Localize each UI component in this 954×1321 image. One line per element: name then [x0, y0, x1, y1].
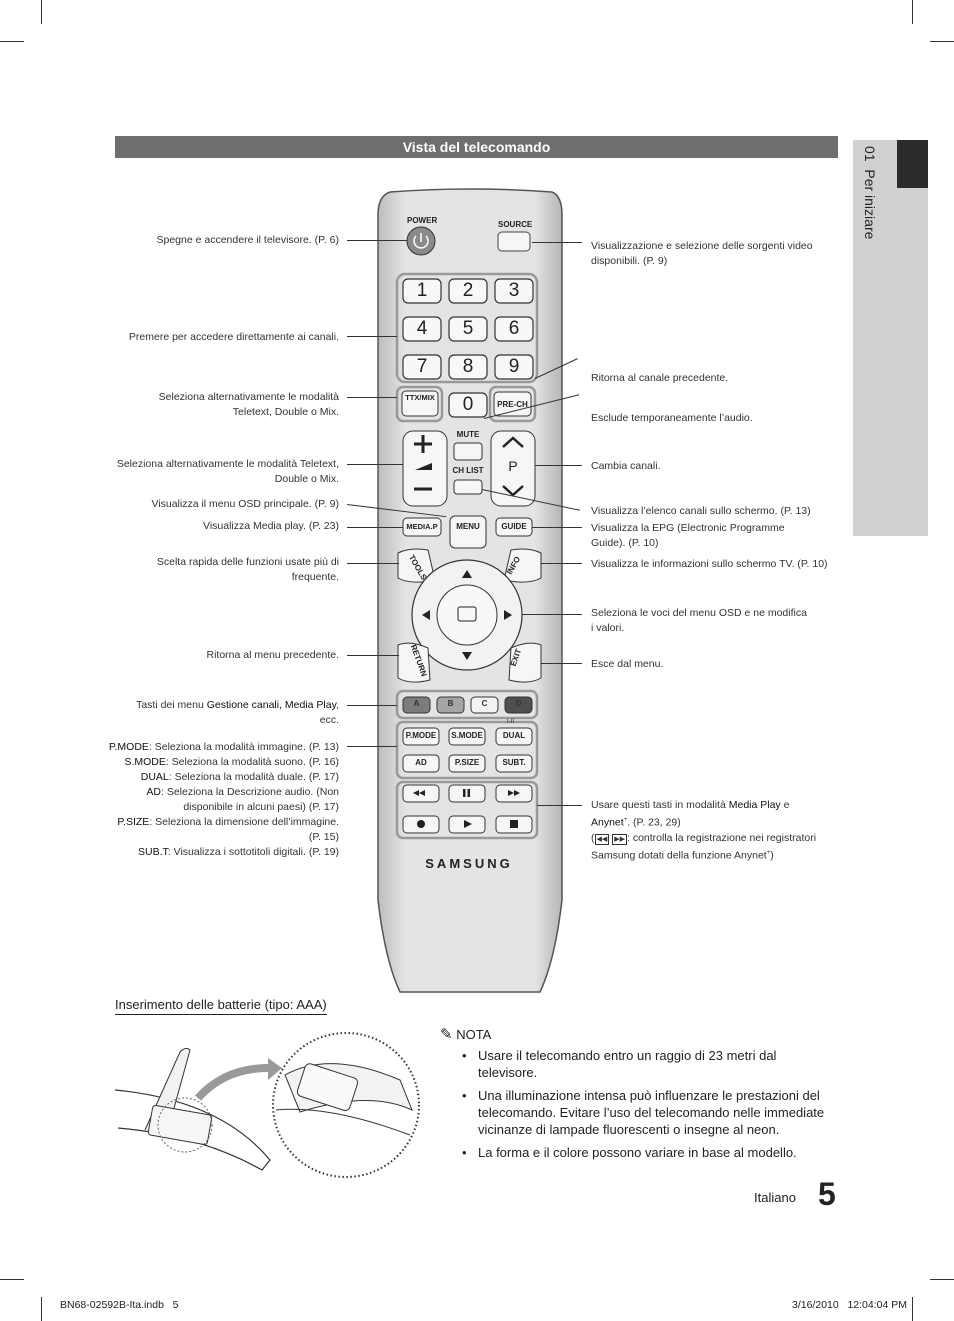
note-title: ✎ NOTA — [440, 1026, 492, 1043]
channel-key-label: P — [508, 458, 518, 474]
chapter-tab — [897, 140, 928, 188]
leader-line — [532, 242, 582, 243]
label-numbers: Premere per accedere direttamente ai can… — [128, 331, 339, 343]
brand-logo: SAMSUNG — [425, 856, 513, 871]
label-exit: Esce dal menu. — [591, 658, 664, 670]
leader-line — [347, 336, 397, 337]
battery-heading: Inserimento delle batterie (tipo: AAA) — [115, 997, 327, 1015]
key-a[interactable]: A — [413, 699, 420, 708]
key-1[interactable]: 1 — [416, 280, 428, 301]
label-tools: Scelta rapida delle funzioni usate più d… — [156, 556, 339, 583]
label-channel: Cambia canali. — [591, 460, 661, 472]
crop-mark — [912, 0, 913, 24]
leader-line — [347, 705, 397, 706]
crop-mark — [930, 1279, 954, 1280]
leader-line — [347, 397, 397, 398]
ad-key[interactable]: AD — [415, 758, 427, 767]
leader-line — [537, 805, 582, 806]
crop-mark — [0, 1279, 24, 1280]
psize-key[interactable]: P.SIZE — [454, 758, 480, 767]
list-item: •La forma e il colore possono variare in… — [462, 1145, 797, 1160]
key-b[interactable]: B — [447, 699, 454, 708]
leader-line — [347, 240, 407, 241]
crop-mark — [912, 1297, 913, 1321]
leader-line — [541, 563, 582, 564]
label-mute: Esclude temporaneamente l’audio. — [591, 412, 753, 424]
leader-line — [535, 465, 582, 466]
footer-language: Italiano — [754, 1190, 796, 1205]
label-volume: Seleziona alternativamente le modalità T… — [116, 458, 339, 485]
leader-line — [522, 614, 582, 615]
label-chlist: Visualizza l’elenco canali sullo schermo… — [591, 505, 811, 517]
key-c[interactable]: C — [481, 699, 488, 708]
crop-mark — [41, 0, 42, 24]
label-mediap: Visualizza Media play. (P. 23) — [203, 520, 339, 532]
key-6[interactable]: 6 — [508, 318, 520, 339]
key-9[interactable]: 9 — [508, 356, 520, 377]
crop-mark — [930, 41, 954, 42]
crop-mark — [0, 41, 24, 42]
key-3[interactable]: 3 — [508, 280, 520, 301]
label-menu: Visualizza il menu OSD principale. (P. 9… — [151, 498, 339, 510]
source-key-label: SOURCE — [498, 220, 533, 229]
key-5[interactable]: 5 — [462, 318, 474, 339]
pmode-key[interactable]: P.MODE — [405, 731, 437, 740]
dual-key[interactable]: DUAL — [502, 731, 526, 740]
label-color-keys: Tasti dei menu Gestione canali, Media Pl… — [136, 699, 339, 726]
crop-mark — [41, 1297, 42, 1321]
ttx-key[interactable]: TTX/MIX — [405, 393, 435, 402]
subt-key[interactable]: SUBT. — [502, 758, 526, 767]
note-list: •Usare il telecomando entro un raggio di… — [462, 1047, 832, 1161]
power-key-label: POWER — [407, 216, 438, 225]
key-d[interactable]: D — [515, 699, 522, 708]
key-2[interactable]: 2 — [462, 280, 474, 301]
chapter-sidebar — [853, 140, 928, 536]
label-source: Visualizzazione e selezione delle sorgen… — [591, 240, 813, 267]
leader-line — [541, 663, 582, 664]
key-8[interactable]: 8 — [462, 356, 474, 377]
page-number: 5 — [818, 1176, 836, 1212]
label-media-keys: Usare questi tasti in modalità Media Pla… — [591, 799, 817, 861]
dual-mark: I-II — [507, 719, 514, 725]
key-7[interactable]: 7 — [416, 356, 428, 377]
leader-line — [347, 527, 403, 528]
smode-key[interactable]: S.MODE — [451, 731, 483, 740]
label-mode-keys: P.MODE: Seleziona la modalità immagine. … — [108, 741, 339, 858]
key-0[interactable]: 0 — [462, 394, 474, 415]
footer-file: BN68-02592B-Ita.indb 5 — [60, 1299, 179, 1311]
list-item: •Usare il telecomando entro un raggio di… — [462, 1048, 777, 1080]
pencil-icon: ✎ — [440, 1026, 453, 1043]
label-power: Spegne e accendere il televisore. (P. 6) — [156, 234, 340, 246]
label-return: Ritorna al menu precedente. — [206, 649, 340, 661]
label-prech: Ritorna al canale precedente. — [591, 372, 729, 384]
label-info: Visualizza le informazioni sullo schermo… — [591, 558, 828, 570]
leader-line — [347, 655, 399, 656]
prech-key[interactable]: PRE-CH — [497, 400, 528, 409]
leader-line — [347, 746, 397, 747]
label-navigation: Seleziona le voci del menu OSD e ne modi… — [591, 607, 807, 634]
list-item: •Una illuminazione intensa può influenza… — [462, 1088, 825, 1137]
footer-date: 3/16/2010 12:04:04 PM — [792, 1299, 908, 1311]
section-title: Vista del telecomando — [115, 136, 838, 158]
guide-key[interactable]: GUIDE — [501, 522, 527, 531]
leader-line — [347, 464, 403, 465]
key-4[interactable]: 4 — [416, 318, 428, 339]
mute-key-label: MUTE — [456, 430, 480, 439]
rewind-icon: ◀◀ — [594, 833, 610, 845]
mediap-key[interactable]: MEDIA.P — [406, 522, 438, 531]
leader-line — [347, 563, 399, 564]
chlist-key-label: CH LIST — [452, 466, 484, 475]
menu-key[interactable]: MENU — [456, 522, 480, 531]
leader-line — [532, 527, 582, 528]
fast-forward-icon: ▶▶ — [612, 833, 627, 845]
